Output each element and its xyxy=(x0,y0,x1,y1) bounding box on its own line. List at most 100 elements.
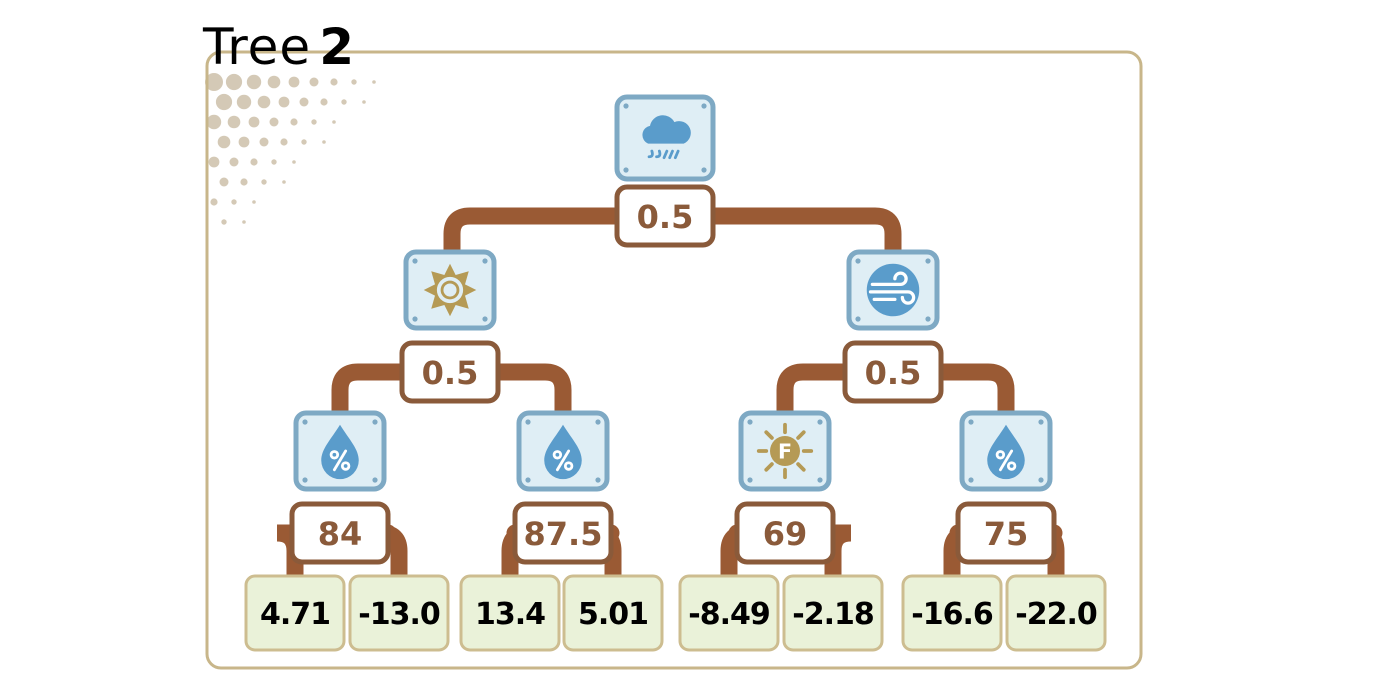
leaf-value: 5.01 xyxy=(578,597,648,632)
feature-node-left-left xyxy=(293,410,387,492)
tile-rivet xyxy=(623,167,629,173)
tree-frame xyxy=(205,50,1143,670)
branch-left-left xyxy=(331,363,411,421)
tile-rivet xyxy=(595,419,601,425)
threshold-box xyxy=(399,340,501,404)
halftone-dot xyxy=(231,199,237,205)
tile-rivet xyxy=(525,477,531,483)
halftone-dot xyxy=(320,98,328,106)
threshold-value: 75 xyxy=(984,515,1029,553)
branch-root-left xyxy=(443,207,627,259)
tile-rivet xyxy=(482,258,488,264)
feature-node-right-left xyxy=(738,410,832,492)
halftone-dot xyxy=(282,180,286,184)
tile-rivet xyxy=(1038,419,1044,425)
leaf-node: -2.18 xyxy=(782,574,884,652)
tile-rivet xyxy=(747,419,753,425)
halftone-dot xyxy=(259,137,269,147)
branch-right-left xyxy=(776,363,854,421)
halftone-dot xyxy=(250,158,258,166)
halftone-dot xyxy=(288,76,300,88)
leaf-box xyxy=(901,574,1003,652)
tile-rivet xyxy=(482,316,488,322)
halftone-dot xyxy=(229,157,239,167)
halftone-dot xyxy=(290,118,298,126)
leaf-value: -13.0 xyxy=(358,597,440,632)
tile-rivet xyxy=(817,477,823,483)
threshold-box xyxy=(512,501,614,565)
tile-rivet xyxy=(925,316,931,322)
leaf-node: -22.0 xyxy=(1005,574,1107,652)
halftone-dot xyxy=(301,139,307,145)
halftone-dot xyxy=(205,73,223,91)
tile-rivet xyxy=(968,419,974,425)
halftone-dot xyxy=(217,135,231,149)
halftone-dot xyxy=(225,73,243,91)
halftone-decoration xyxy=(205,73,376,225)
halftone-dot xyxy=(242,220,246,224)
halftone-dot xyxy=(208,156,220,168)
sun-icon xyxy=(423,263,477,317)
halftone-dot xyxy=(227,115,241,129)
threshold-value: 69 xyxy=(763,515,808,553)
halftone-dot xyxy=(299,97,309,107)
tile-rivet xyxy=(302,419,308,425)
leaf-node: 4.71 xyxy=(244,574,346,652)
halftone-dot xyxy=(246,74,262,90)
leaf-box xyxy=(459,574,561,652)
threshold-box xyxy=(842,340,944,404)
tile-rivet xyxy=(1038,477,1044,483)
threshold-left: 0.5 xyxy=(399,340,501,404)
tile-rivet xyxy=(701,167,707,173)
threshold-left-right: 87.5 xyxy=(512,501,614,565)
halftone-dot xyxy=(257,95,271,109)
threshold-right-left: 69 xyxy=(734,501,836,565)
threshold-value: 0.5 xyxy=(637,198,694,236)
tile-rivet xyxy=(747,477,753,483)
tile-rivet xyxy=(623,103,629,109)
feature-node-left xyxy=(403,249,497,331)
halftone-dot xyxy=(210,198,218,206)
tile-rivet xyxy=(412,258,418,264)
threshold-right-right: 75 xyxy=(955,501,1057,565)
branch-left-right xyxy=(489,363,572,421)
feature-node-right-right xyxy=(959,410,1053,492)
halftone-dot xyxy=(215,93,233,111)
halftone-dot xyxy=(311,119,317,125)
halftone-dot xyxy=(240,178,248,186)
threshold-box xyxy=(614,184,716,248)
tile-rivet xyxy=(525,419,531,425)
threshold-left-left: 84 xyxy=(289,501,391,565)
halftone-dot xyxy=(280,138,288,146)
halftone-dot xyxy=(278,96,290,108)
leaf-box xyxy=(678,574,780,652)
halftone-dot xyxy=(206,114,222,130)
threshold-root: 0.5 xyxy=(614,184,716,248)
leaf-node: 13.4 xyxy=(459,574,561,652)
halftone-dot xyxy=(238,136,250,148)
halftone-dot xyxy=(269,117,279,127)
leaf-value: -22.0 xyxy=(1015,597,1097,632)
halftone-dot xyxy=(267,75,281,89)
halftone-dot xyxy=(221,219,227,225)
halftone-dot xyxy=(309,77,319,87)
halftone-dot xyxy=(236,94,252,110)
tile-rivet xyxy=(372,477,378,483)
tree-title-word: Tree xyxy=(203,18,312,76)
leaf-node: 5.01 xyxy=(562,574,664,652)
halftone-dot xyxy=(330,78,338,86)
threshold-value: 87.5 xyxy=(524,515,603,553)
leaf-value: 13.4 xyxy=(475,597,545,632)
wind-icon xyxy=(865,262,921,318)
threshold-value: 0.5 xyxy=(422,354,479,392)
leaf-node: -8.49 xyxy=(678,574,780,652)
leaf-box xyxy=(1005,574,1107,652)
feature-node-root xyxy=(614,94,716,182)
halftone-dot xyxy=(351,79,357,85)
tree-title-number: 2 xyxy=(319,18,354,76)
halftone-dot xyxy=(341,99,347,105)
branch-right-left-leaf-right xyxy=(824,524,852,585)
tile-rivet xyxy=(817,419,823,425)
